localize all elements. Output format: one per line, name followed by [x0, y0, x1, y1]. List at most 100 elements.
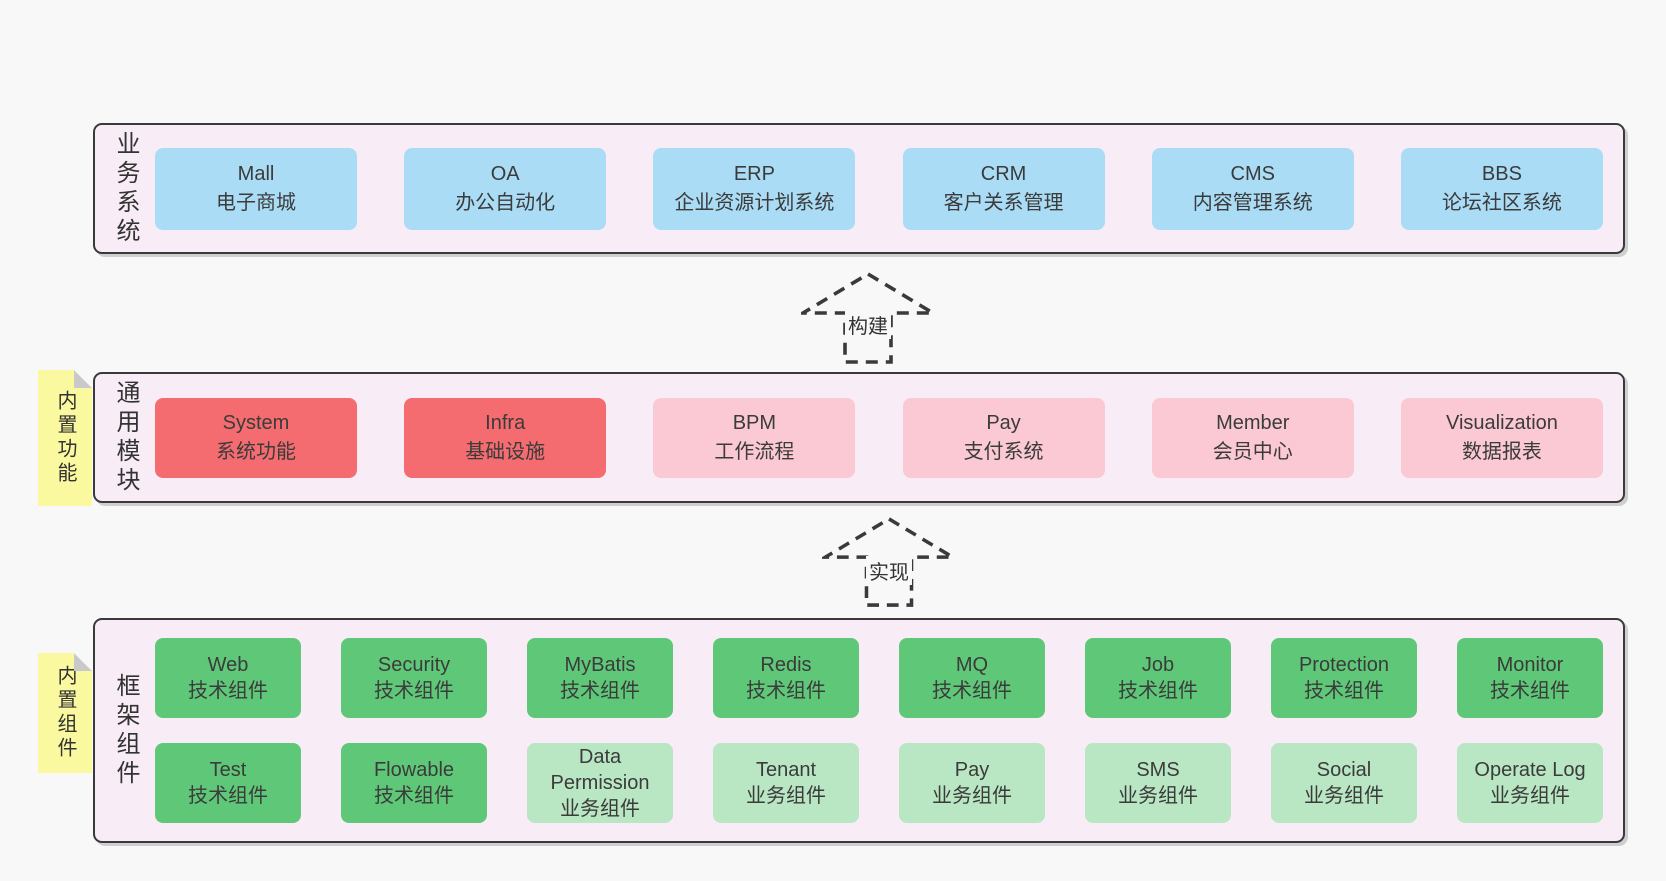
- box-sms: SMS 业务组件: [1085, 743, 1231, 823]
- box-subtitle: 内容管理系统: [1192, 191, 1313, 214]
- box-title: MQ: [955, 654, 989, 676]
- box-subtitle: 企业资源计划系统: [674, 191, 835, 214]
- box-title: Job: [1141, 654, 1175, 676]
- up-arrow-icon: [801, 271, 935, 364]
- box-system: System 系统功能: [155, 397, 357, 478]
- business-systems-rows: Mall 电子商城 OA 办公自动化 ERP 企业资源计划系统 CRM 客户关系…: [155, 125, 1623, 252]
- box-row: System 系统功能 Infra 基础设施 BPM 工作流程 Pay 支付系统…: [155, 397, 1603, 478]
- box-subtitle: 业务组件: [560, 798, 640, 820]
- box-protection: Protection 技术组件: [1271, 638, 1417, 718]
- box-title: Security: [377, 654, 451, 676]
- box-title: Visualization: [1445, 411, 1558, 434]
- implement-arrow-label: 实现: [866, 556, 912, 585]
- box-subtitle: 会员中心: [1212, 440, 1293, 463]
- box-subtitle: 技术组件: [1304, 680, 1384, 702]
- box-row: Test 技术组件 Flowable 技术组件 Data Permission …: [155, 743, 1603, 823]
- box-data-permission: Data Permission 业务组件: [527, 743, 673, 823]
- box-title: Member: [1216, 411, 1290, 434]
- box-subtitle: 电子商城: [216, 191, 296, 214]
- panel-side-label-cell: 业务系统: [95, 125, 155, 252]
- common-modules-label: 通用模块: [112, 379, 139, 496]
- framework-components-label: 框架组件: [112, 672, 139, 789]
- common-modules-rows: System 系统功能 Infra 基础设施 BPM 工作流程 Pay 支付系统…: [155, 374, 1623, 501]
- box-visualization: Visualization 数据报表: [1400, 397, 1603, 478]
- box-subtitle: 技术组件: [560, 680, 640, 702]
- box-subtitle: 工作流程: [714, 440, 795, 463]
- box-title: Flowable: [373, 759, 455, 781]
- box-tenant: Tenant 业务组件: [713, 743, 859, 823]
- box-title: ERP: [733, 162, 775, 185]
- box-subtitle: 业务组件: [1490, 785, 1570, 807]
- box-subtitle: 系统功能: [216, 440, 296, 463]
- up-arrow-icon: [822, 516, 956, 607]
- box-flowable: Flowable 技术组件: [341, 743, 487, 823]
- box-web: Web 技术组件: [155, 638, 301, 718]
- box-subtitle: 客户关系管理: [943, 191, 1064, 214]
- box-title: BPM: [732, 411, 777, 434]
- box-subtitle: 基础设施: [465, 440, 546, 463]
- box-subtitle: 技术组件: [188, 680, 268, 702]
- box-job: Job 技术组件: [1085, 638, 1231, 718]
- box-title: Monitor: [1496, 654, 1564, 676]
- box-subtitle: 技术组件: [1490, 680, 1570, 702]
- common-modules-panel: 通用模块 System 系统功能 Infra 基础设施 BPM 工作流程 Pay…: [93, 372, 1625, 503]
- box-subtitle: 办公自动化: [455, 191, 556, 214]
- box-pay-component: Pay 业务组件: [899, 743, 1045, 823]
- box-redis: Redis 技术组件: [713, 638, 859, 718]
- box-subtitle: 技术组件: [374, 785, 454, 807]
- box-title: Web: [207, 654, 249, 676]
- box-crm: CRM 客户关系管理: [902, 147, 1105, 230]
- build-arrow-label: 构建: [845, 310, 891, 339]
- box-operate-log: Operate Log 业务组件: [1457, 743, 1603, 823]
- box-security: Security 技术组件: [341, 638, 487, 718]
- box-title: Infra: [485, 411, 526, 434]
- box-subtitle: 业务组件: [1304, 785, 1384, 807]
- box-subtitle: 支付系统: [963, 440, 1044, 463]
- box-subtitle: 技术组件: [188, 785, 268, 807]
- box-title: OA: [490, 162, 520, 185]
- box-subtitle: 数据报表: [1461, 440, 1542, 463]
- box-title: CRM: [980, 162, 1027, 185]
- box-title: Tenant: [755, 759, 817, 781]
- box-social: Social 业务组件: [1271, 743, 1417, 823]
- built-in-functions-note: 内置功能: [38, 370, 92, 506]
- box-title: BBS: [1481, 162, 1522, 185]
- framework-components-panel: 框架组件 Web 技术组件 Security 技术组件 MyBatis 技术组件…: [93, 618, 1625, 843]
- panel-side-label-cell: 通用模块: [95, 374, 155, 501]
- box-subtitle: 技术组件: [932, 680, 1012, 702]
- note-text: 内置组件: [54, 665, 76, 761]
- box-title: Operate Log: [1474, 759, 1586, 781]
- box-title: Protection: [1298, 654, 1390, 676]
- box-infra: Infra 基础设施: [404, 397, 607, 478]
- box-mybatis: MyBatis 技术组件: [527, 638, 673, 718]
- box-pay-module: Pay 支付系统: [902, 397, 1105, 478]
- box-row: Mall 电子商城 OA 办公自动化 ERP 企业资源计划系统 CRM 客户关系…: [155, 147, 1603, 230]
- box-title: CMS: [1230, 162, 1275, 185]
- box-subtitle: 业务组件: [746, 785, 826, 807]
- box-subtitle: 技术组件: [374, 680, 454, 702]
- box-title: MyBatis: [564, 654, 636, 676]
- box-title: Data Permission: [550, 746, 650, 794]
- framework-components-rows: Web 技术组件 Security 技术组件 MyBatis 技术组件 Redi…: [155, 620, 1623, 841]
- box-title: Social: [1316, 759, 1372, 781]
- box-title: Pay: [954, 759, 990, 781]
- box-subtitle: 业务组件: [932, 785, 1012, 807]
- box-test: Test 技术组件: [155, 743, 301, 823]
- box-subtitle: 业务组件: [1118, 785, 1198, 807]
- box-title: SMS: [1136, 759, 1180, 781]
- built-in-components-note: 内置组件: [38, 653, 92, 773]
- box-title: Mall: [237, 162, 275, 185]
- box-member: Member 会员中心: [1151, 397, 1354, 478]
- box-mall: Mall 电子商城: [155, 147, 357, 230]
- box-subtitle: 技术组件: [1118, 680, 1198, 702]
- note-text: 内置功能: [54, 390, 76, 486]
- box-title: Redis: [760, 654, 812, 676]
- business-systems-label: 业务系统: [112, 130, 139, 247]
- business-systems-panel: 业务系统 Mall 电子商城 OA 办公自动化 ERP 企业资源计划系统 CRM…: [93, 123, 1625, 254]
- panel-side-label-cell: 框架组件: [95, 620, 155, 841]
- box-mq: MQ 技术组件: [899, 638, 1045, 718]
- implement-arrow: 实现: [822, 516, 956, 608]
- box-bpm: BPM 工作流程: [653, 397, 856, 478]
- box-erp: ERP 企业资源计划系统: [653, 147, 856, 230]
